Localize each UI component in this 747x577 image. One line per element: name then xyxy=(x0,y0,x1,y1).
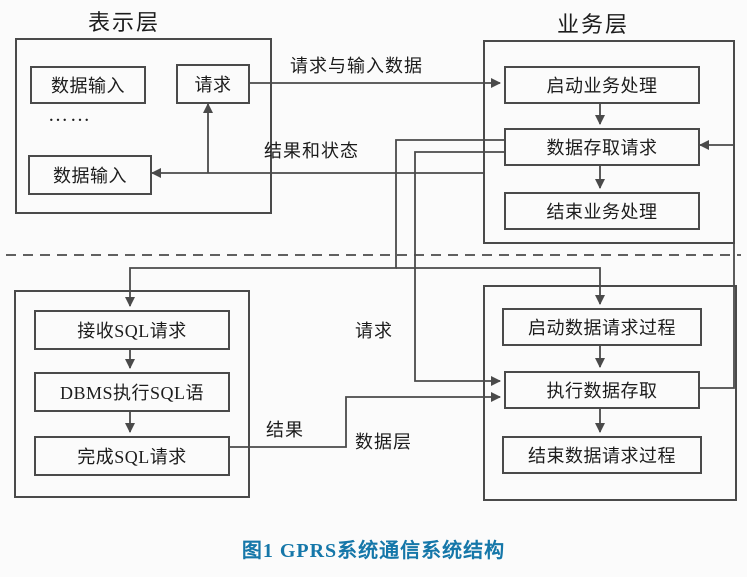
business-layer-container xyxy=(483,40,735,244)
box-data-input-top: 数据输入 xyxy=(30,66,146,104)
box-receive-sql: 接收SQL请求 xyxy=(34,310,230,350)
label-result: 结果 xyxy=(266,420,304,440)
box-end-data-process: 结束数据请求过程 xyxy=(502,436,702,474)
box-start-data-process: 启动数据请求过程 xyxy=(502,308,702,346)
box-start-business: 启动业务处理 xyxy=(504,66,700,104)
box-data-input-bottom: 数据输入 xyxy=(28,155,152,195)
data-layer-label: 数据层 xyxy=(355,432,412,452)
presentation-layer-container xyxy=(15,38,272,214)
label-request-mid: 请求 xyxy=(355,321,393,341)
box-data-access-request: 数据存取请求 xyxy=(504,128,700,166)
label-result-and-status: 结果和状态 xyxy=(264,141,359,161)
ellipsis-text: …… xyxy=(48,104,92,126)
arrow-request-to-execute-data-access xyxy=(414,151,504,386)
box-execute-data-access: 执行数据存取 xyxy=(504,371,700,409)
arrow-execute-return-to-data-access xyxy=(696,140,735,389)
box-end-business: 结束业务处理 xyxy=(504,192,700,230)
dbms-layer-container xyxy=(14,290,250,498)
arrow-result-to-execute-data-access xyxy=(226,392,501,448)
box-request: 请求 xyxy=(176,64,250,104)
data-process-container xyxy=(483,285,737,501)
figure-caption: 图1 GPRS系统通信系统结构 xyxy=(241,540,506,562)
business-layer-title: 业务层 xyxy=(556,12,629,37)
presentation-layer-title: 表示层 xyxy=(87,10,160,35)
box-dbms-execute-sql: DBMS执行SQL语 xyxy=(34,372,230,412)
arrow-data-access-to-start-data-process xyxy=(396,267,605,305)
box-complete-sql: 完成SQL请求 xyxy=(34,436,230,476)
label-request-and-input-data: 请求与输入数据 xyxy=(290,56,423,76)
